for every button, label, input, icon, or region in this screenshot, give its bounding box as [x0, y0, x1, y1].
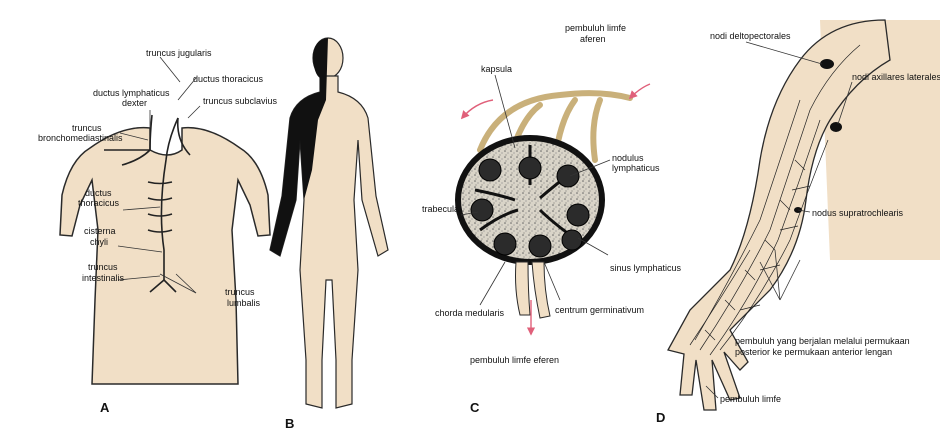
label-ductus-mid: ductus [85, 188, 112, 198]
panel-b-letter: B [285, 416, 294, 428]
panel-a: truncus jugularis ductus lymphaticus dex… [38, 48, 278, 415]
label-eferen: pembuluh limfe eferen [470, 355, 559, 365]
label-deltopectorales: nodi deltopectorales [710, 31, 791, 41]
label-aferen-1: pembuluh limfe [565, 23, 626, 33]
label-permukaan-1: pembuluh yang berjalan melalui permukaan [735, 336, 910, 346]
panel-c: kapsula pembuluh limfe aferen nodulus ly… [422, 23, 682, 415]
label-thoracicus-mid: thoracicus [78, 198, 120, 208]
label-aferen-2: aferen [580, 34, 606, 44]
panel-d-letter: D [656, 410, 665, 425]
label-chyli: chyli [90, 237, 108, 247]
label-bronchomediastinalis: bronchomediastinalis [38, 133, 123, 143]
label-ductus-lymphaticus: ductus lymphaticus [93, 88, 170, 98]
label-sinus: sinus lymphaticus [610, 263, 682, 273]
label-pembuluh-limfe: pembuluh limfe [720, 394, 781, 404]
label-axillares: nodi axillares laterales [852, 72, 940, 82]
label-intestinalis: intestinalis [82, 273, 125, 283]
label-truncus-subclavius: truncus subclavius [203, 96, 278, 106]
efferent-vessels-c [516, 262, 551, 318]
panel-c-letter: C [470, 400, 480, 415]
label-lumbalis: lumbalis [227, 298, 261, 308]
label-truncus-broncho: truncus [72, 123, 102, 133]
label-trabecula: trabecula [422, 204, 459, 214]
label-kapsula: kapsula [481, 64, 512, 74]
label-permukaan-2: posterior ke permukaan anterior lengan [735, 347, 892, 357]
label-cisterna: cisterna [84, 226, 116, 236]
label-ductus-thoracicus-top: ductus thoracicus [193, 74, 264, 84]
panel-b: B [270, 38, 388, 428]
label-lymphaticus: lymphaticus [612, 163, 660, 173]
panel-a-letter: A [100, 400, 110, 415]
label-supratrochlearis: nodus supratrochlearis [812, 208, 904, 218]
label-truncus-jugularis: truncus jugularis [146, 48, 212, 58]
label-truncus-lumbalis: truncus [225, 287, 255, 297]
label-dexter: dexter [122, 98, 147, 108]
panel-d: nodi deltopectorales nodi axillares late… [656, 20, 940, 425]
label-centrum: centrum germinativum [555, 305, 644, 315]
label-chorda: chorda medularis [435, 308, 505, 318]
label-nodulus: nodulus [612, 153, 644, 163]
label-truncus-intestinalis: truncus [88, 262, 118, 272]
